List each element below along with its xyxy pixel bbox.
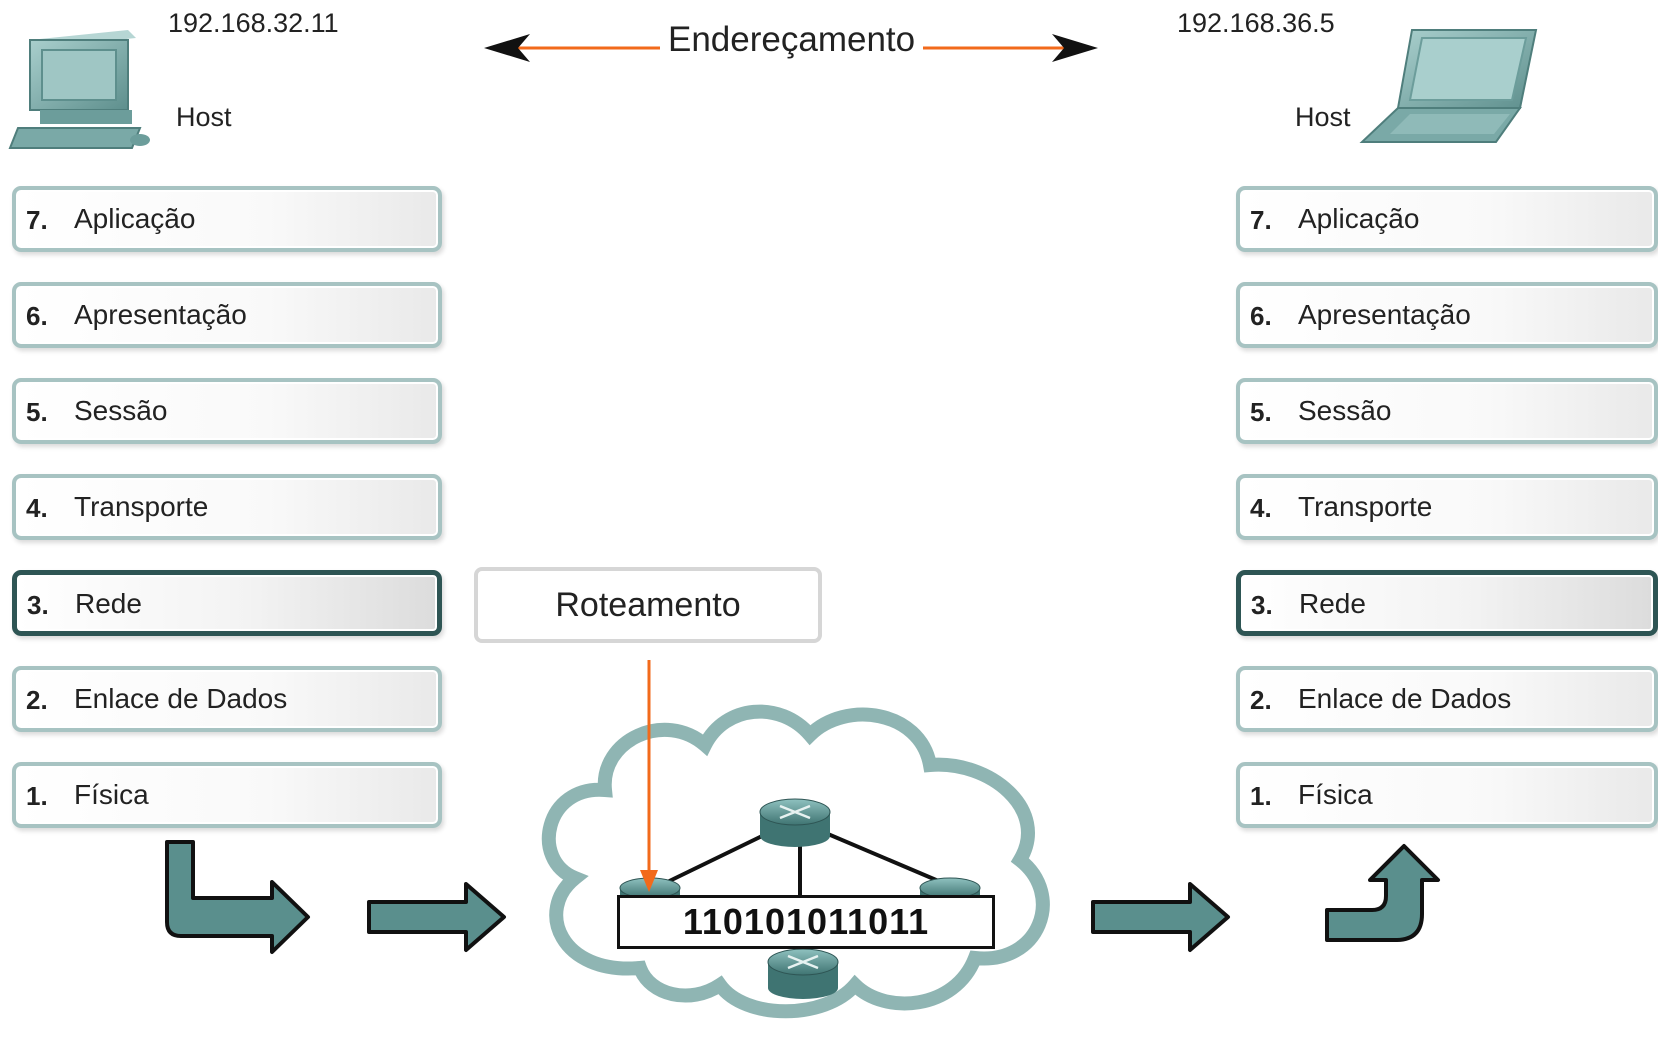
layer-number: 7. xyxy=(26,205,48,235)
left-host-label: Host xyxy=(176,102,232,132)
layer-name: Apresentação xyxy=(74,299,247,330)
left-layer-transport[interactable]: 4. Transporte xyxy=(12,474,442,540)
right-layer-presentation[interactable]: 6. Apresentação xyxy=(1236,282,1658,348)
layer-number: 2. xyxy=(1250,685,1272,715)
layer-number: 5. xyxy=(26,397,48,427)
layer-name: Apresentação xyxy=(1298,299,1471,330)
layer-number: 5. xyxy=(1250,397,1272,427)
right-layer-session[interactable]: 5. Sessão xyxy=(1236,378,1658,444)
right-host-ip: 192.168.36.5 xyxy=(1177,8,1335,38)
layer-number: 6. xyxy=(26,301,48,331)
layer-name: Enlace de Dados xyxy=(1298,683,1512,714)
right-layer-application[interactable]: 7. Aplicação xyxy=(1236,186,1658,252)
layer-name: Sessão xyxy=(1298,395,1392,426)
routing-label: Roteamento xyxy=(474,567,822,643)
layer-number: 1. xyxy=(1250,781,1272,811)
flow-arrow-right xyxy=(367,882,506,952)
left-layer-network[interactable]: 3. Rede xyxy=(12,570,442,636)
right-layer-transport[interactable]: 4. Transporte xyxy=(1236,474,1658,540)
layer-number: 2. xyxy=(26,685,48,715)
left-layer-presentation[interactable]: 6. Apresentação xyxy=(12,282,442,348)
right-layer-physical[interactable]: 1. Física xyxy=(1236,762,1658,828)
left-layer-data-link[interactable]: 2. Enlace de Dados xyxy=(12,666,442,732)
layer-number: 3. xyxy=(1251,590,1273,620)
flow-arrow-right xyxy=(1091,882,1230,952)
left-host-ip: 192.168.32.11 xyxy=(168,8,339,38)
layer-name: Rede xyxy=(1299,588,1366,619)
router-icon xyxy=(759,798,831,847)
layer-name: Transporte xyxy=(74,491,209,522)
bitstream-label: 110101011011 xyxy=(617,895,995,949)
left-layer-session[interactable]: 5. Sessão xyxy=(12,378,442,444)
left-layer-physical[interactable]: 1. Física xyxy=(12,762,442,828)
layer-number: 1. xyxy=(26,781,48,811)
flow-arrow-down-right xyxy=(165,840,310,954)
router-icon xyxy=(767,948,839,999)
layer-name: Aplicação xyxy=(74,203,196,234)
layer-name: Rede xyxy=(75,588,142,619)
left-layer-application[interactable]: 7. Aplicação xyxy=(12,186,442,252)
layer-number: 4. xyxy=(26,493,48,523)
laptop-icon xyxy=(1359,29,1538,143)
right-layer-network[interactable]: 3. Rede xyxy=(1236,570,1658,636)
desktop-computer-icon xyxy=(8,30,150,149)
layer-name: Sessão xyxy=(74,395,168,426)
layer-number: 6. xyxy=(1250,301,1272,331)
layer-name: Física xyxy=(1298,779,1373,810)
right-layer-data-link[interactable]: 2. Enlace de Dados xyxy=(1236,666,1658,732)
layer-name: Enlace de Dados xyxy=(74,683,288,714)
routing-pointer-arrow xyxy=(640,660,658,892)
right-host-label: Host xyxy=(1295,102,1351,132)
layer-number: 7. xyxy=(1250,205,1272,235)
layer-name: Aplicação xyxy=(1298,203,1420,234)
layer-name: Física xyxy=(74,779,149,810)
layer-name: Transporte xyxy=(1298,491,1433,522)
layer-number: 3. xyxy=(27,590,49,620)
addressing-label: Endereçamento xyxy=(660,20,924,60)
flow-arrow-right-up xyxy=(1325,844,1440,942)
layer-number: 4. xyxy=(1250,493,1272,523)
